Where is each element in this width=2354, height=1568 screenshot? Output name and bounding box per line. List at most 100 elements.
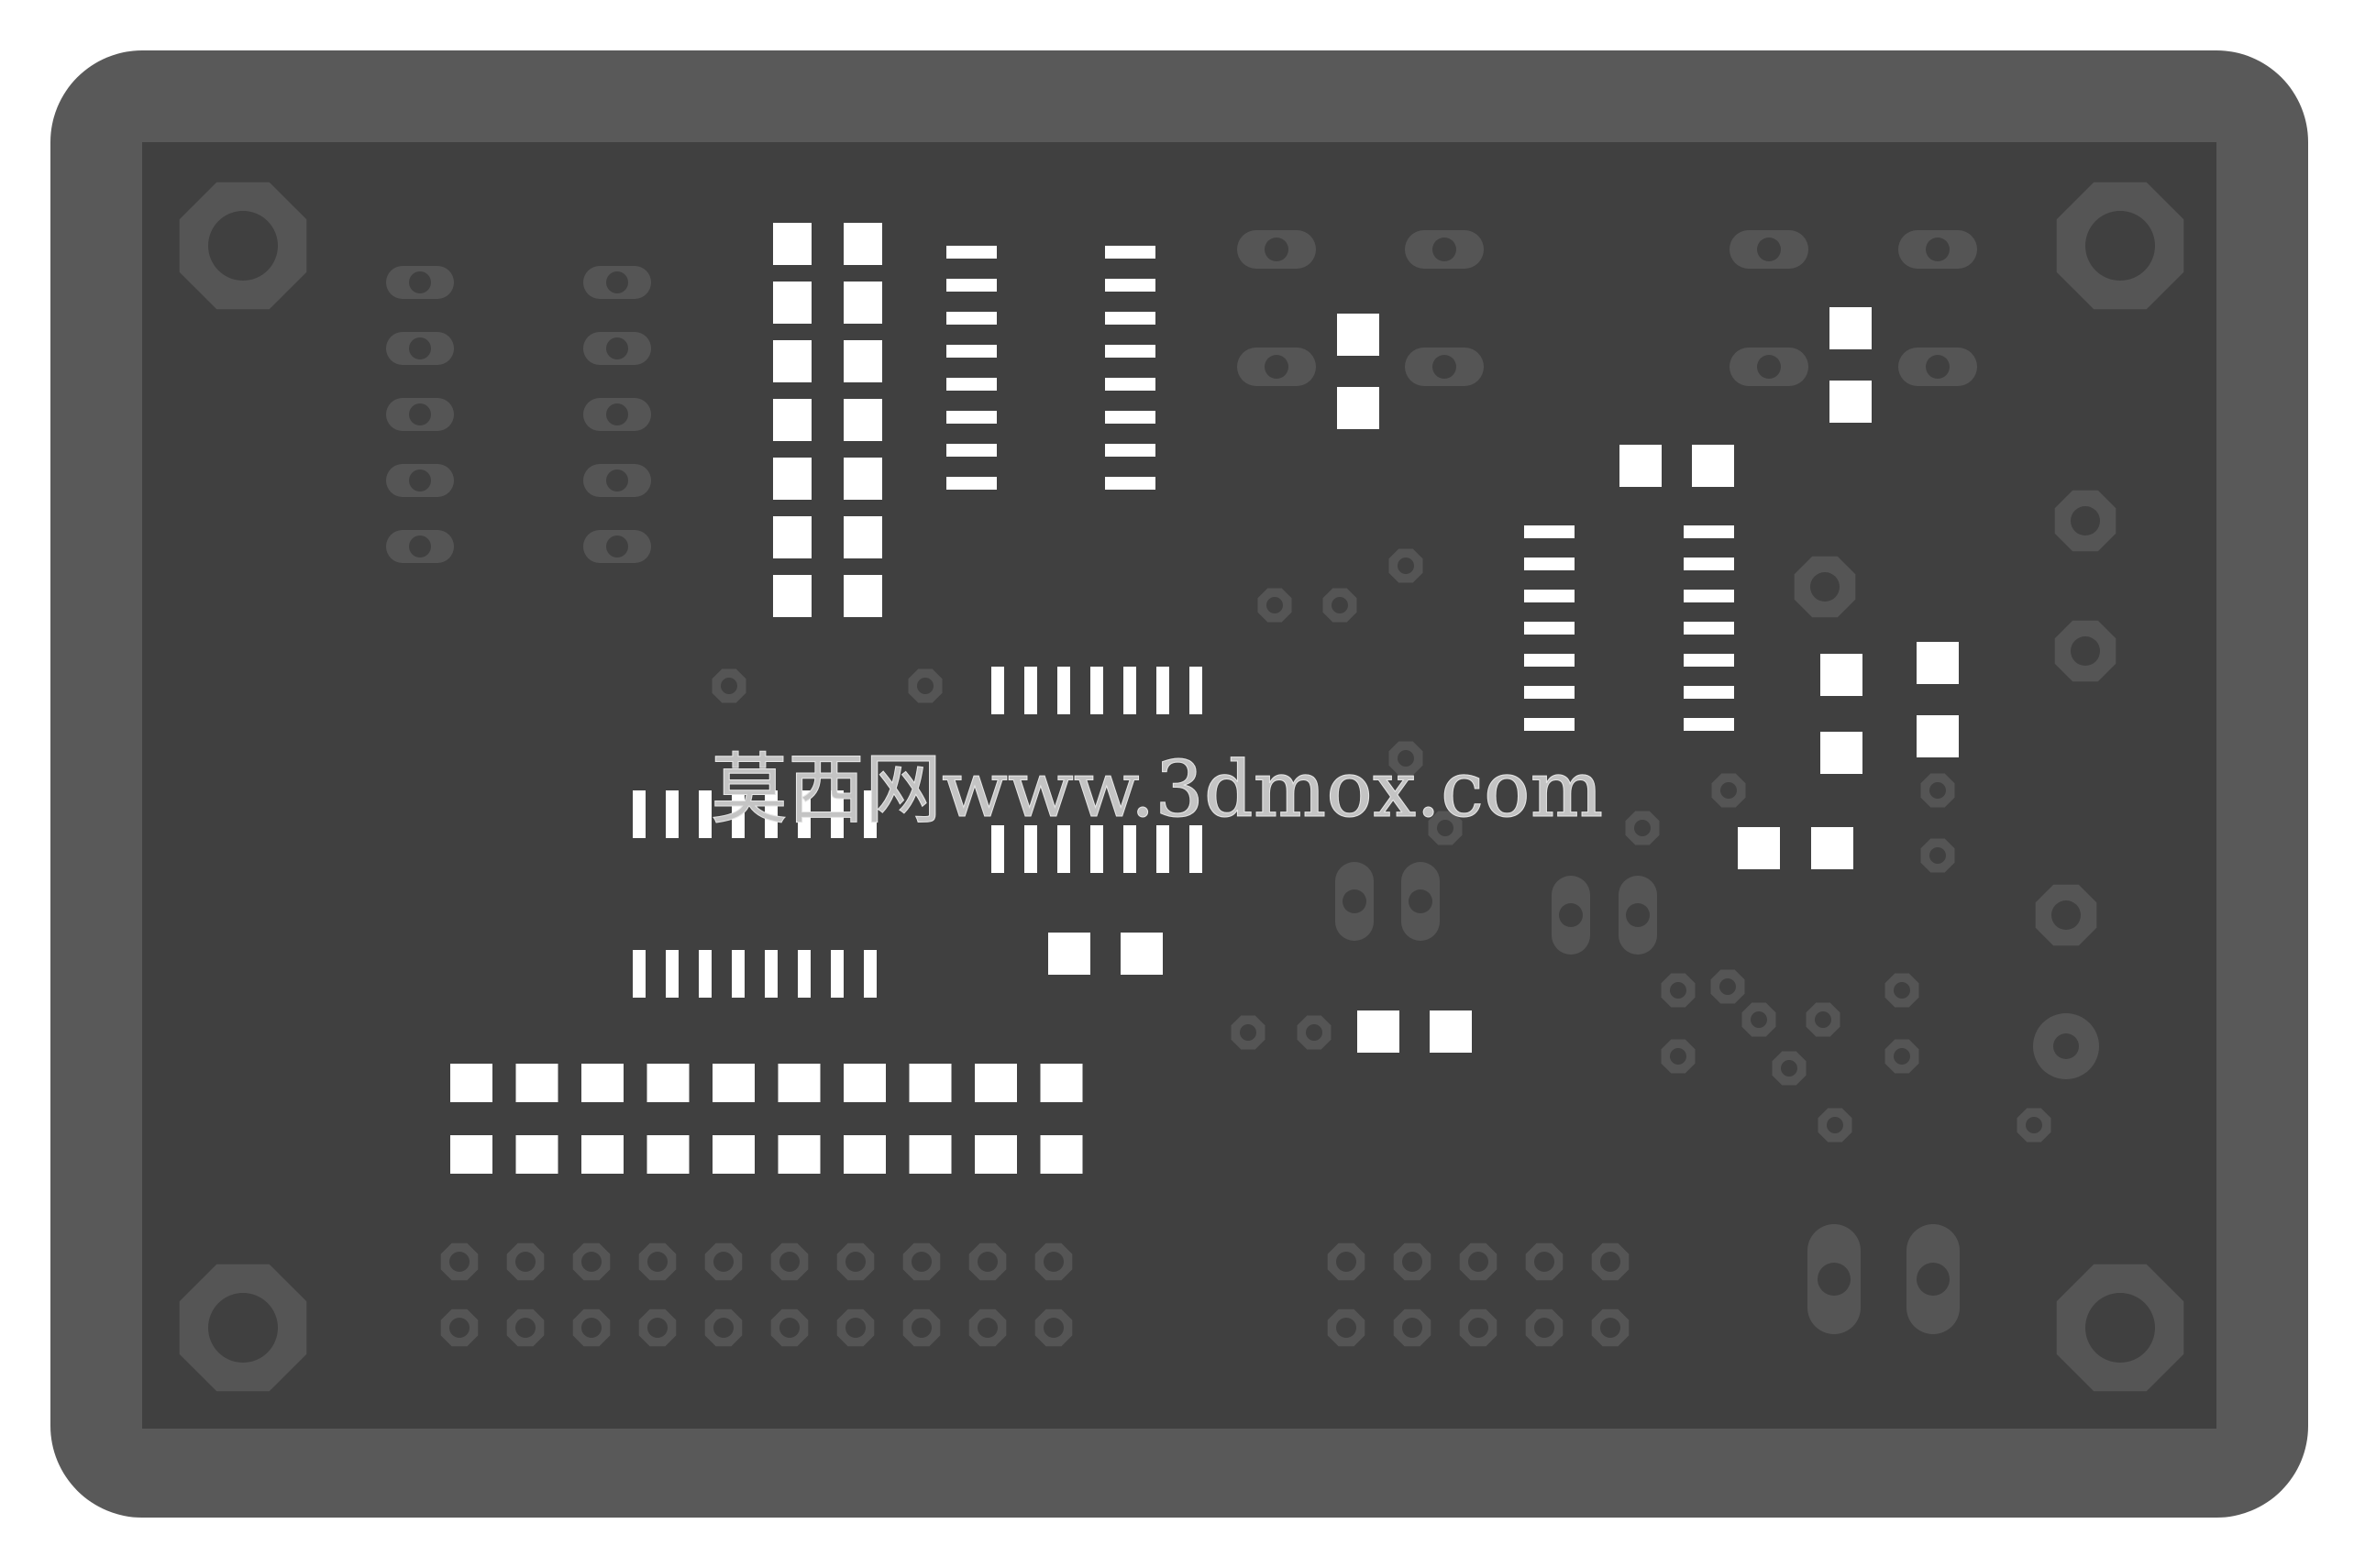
oval-pad-hole [1265,237,1288,261]
board-inner [142,142,2216,1429]
paste-pad [1121,933,1163,975]
large-via-hole [2053,1033,2079,1059]
fine-pitch-pad [991,667,1004,714]
fine-pitch-pad [831,790,844,838]
fine-pitch-pad [1024,825,1037,873]
paste-pad [581,1064,624,1102]
soic-pad [1524,558,1575,570]
paste-pad [1357,1010,1399,1053]
header-via-hole [1468,1318,1488,1338]
soic-pad [1524,525,1575,538]
oval-pad-hole [1559,903,1583,927]
fine-pitch-pad [732,790,745,838]
oval-pad-hole [1757,355,1781,379]
header-via-hole [779,1318,800,1338]
oval-pad-hole [1265,355,1288,379]
paste-pad [515,1064,558,1102]
paste-pad [1619,445,1662,487]
small-via-hole [1332,597,1348,613]
soic-pad [946,246,997,259]
fine-pitch-pad [1189,825,1202,873]
fine-pitch-pad [1057,825,1070,873]
fine-pitch-pad [1057,667,1070,714]
header-via-hole [1534,1318,1554,1338]
mounting-hole-hole [208,1293,278,1363]
oval-pad-hole [606,403,628,425]
soic-pad [1105,279,1155,292]
paste-pad [773,575,812,617]
small-via-hole [1306,1024,1322,1041]
paste-pad [773,458,812,500]
fine-pitch-pad [1123,825,1136,873]
paste-pad [844,1064,886,1102]
oval-pad-hole [1626,903,1650,927]
paste-pad [1337,387,1379,429]
header-via-hole [978,1318,998,1338]
fine-pitch-pad [864,790,877,838]
soic-pad [946,345,997,358]
header-via-hole [1534,1252,1554,1272]
soic-pad [1524,686,1575,699]
paste-pad [778,1135,821,1174]
paste-pad [773,399,812,441]
soic-pad [946,444,997,457]
paste-pad [1820,732,1862,774]
large-via-hole [2051,900,2081,930]
soic-pad [1524,622,1575,635]
fine-pitch-pad [1090,667,1103,714]
small-via-hole [1894,1048,1910,1065]
header-via-hole [449,1318,470,1338]
oval-pad-hole [1343,889,1366,913]
header-via-hole [1468,1252,1488,1272]
paste-pad [713,1135,755,1174]
header-via-hole [845,1252,866,1272]
watermark-text: 莫西网www.3dmox.com [711,745,1603,834]
fine-pitch-pad [798,950,811,998]
mounting-hole-hole [208,211,278,281]
paste-pad [844,340,882,382]
small-via-hole [1398,558,1414,574]
fine-pitch-pad [699,950,712,998]
oval-pad-hole [1432,237,1456,261]
fine-pitch-pad [732,950,745,998]
paste-pad [909,1064,952,1102]
soic-pad [946,378,997,391]
header-via-hole [449,1252,470,1272]
small-via-hole [1827,1117,1843,1133]
paste-pad [909,1135,952,1174]
oval-pad-hole [1432,355,1456,379]
soic-pad [1524,718,1575,731]
small-via-hole [1670,982,1686,999]
small-via-hole [1751,1011,1767,1028]
header-via-hole [1600,1318,1620,1338]
header-via-hole [647,1318,668,1338]
paste-pad [1692,445,1734,487]
soic-pad [1684,525,1734,538]
oval-pad-hole [606,536,628,558]
header-via-hole [779,1252,800,1272]
fine-pitch-pad [1024,667,1037,714]
oval-pad-hole [1757,237,1781,261]
soic-pad [1524,590,1575,602]
fine-pitch-pad [633,790,646,838]
header-via-hole [845,1318,866,1338]
header-via-hole [515,1252,536,1272]
fine-pitch-pad [765,790,778,838]
fine-pitch-pad [699,790,712,838]
header-via-hole [1402,1318,1422,1338]
paste-pad [1430,1010,1472,1053]
mounting-hole-hole [2085,1293,2155,1363]
header-via-hole [713,1252,734,1272]
soic-pad [1105,246,1155,259]
paste-pad [1738,827,1780,869]
small-via-hole [1719,978,1736,995]
paste-pad [1917,715,1959,757]
paste-pad [1829,381,1872,423]
fine-pitch-pad [864,950,877,998]
soic-pad [1105,312,1155,325]
paste-pad [773,516,812,558]
small-via-hole [2026,1117,2042,1133]
small-via-hole [1929,782,1946,799]
fine-pitch-pad [765,950,778,998]
